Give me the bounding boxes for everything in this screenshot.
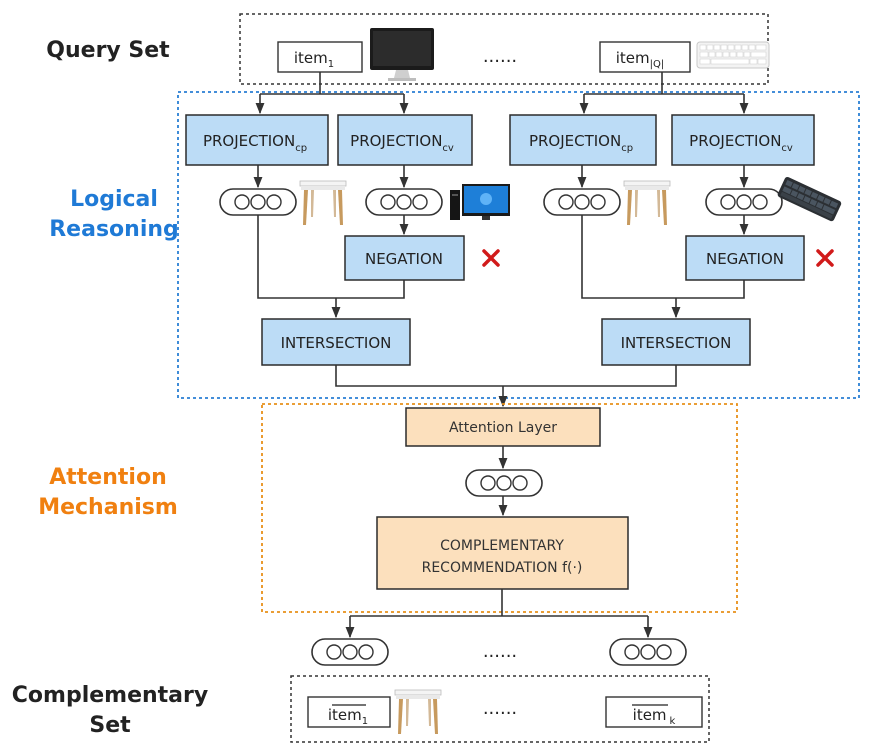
svg-text:RECOMMENDATION f(·): RECOMMENDATION f(·) (422, 560, 583, 576)
logical-reasoning-container (177, 91, 860, 399)
complementary-recommendation-box: COMPLEMENTARY RECOMMENDATION f(·) (376, 516, 629, 590)
intersection-left: INTERSECTION (261, 318, 411, 366)
logical-reasoning-label-line2: Reasoning (49, 217, 179, 242)
svg-text:INTERSECTION: INTERSECTION (281, 334, 392, 352)
svg-text:PROJECTIONcv: PROJECTIONcv (689, 132, 793, 154)
projection-cp-right: PROJECTIONcp (509, 114, 657, 166)
svg-text:item|Q|: item|Q| (616, 49, 665, 70)
desktop-pc-icon (450, 184, 510, 220)
svg-text:NEGATION: NEGATION (365, 250, 443, 268)
svg-text:INTERSECTION: INTERSECTION (621, 334, 732, 352)
complementary-set-label-line1: Complementary (12, 683, 208, 708)
svg-text:item1: item1 (328, 706, 368, 727)
attention-mechanism-label-line2: Mechanism (38, 495, 178, 520)
monitor-icon (370, 28, 434, 81)
svg-text:Attention Layer: Attention Layer (449, 420, 557, 436)
cross-icon (816, 249, 834, 267)
svg-text:PROJECTIONcp: PROJECTIONcp (203, 132, 307, 154)
embedding-pill (705, 188, 783, 216)
query-set-container (239, 13, 769, 85)
embedding-pill (465, 469, 543, 497)
table-icon (394, 689, 442, 735)
svg-text:COMPLEMENTARY: COMPLEMENTARY (440, 538, 564, 554)
logical-reasoning-label-line1: Logical (70, 187, 158, 212)
attention-layer-box: Attention Layer (405, 407, 601, 447)
embedding-pill (311, 638, 389, 666)
embedding-pill (219, 188, 297, 216)
output-ellipsis: ...... (483, 641, 517, 662)
attention-mechanism-container (261, 403, 738, 613)
embedding-pill (609, 638, 687, 666)
output-item-first: item1 (307, 696, 391, 728)
svg-text:PROJECTIONcp: PROJECTIONcp (529, 132, 633, 154)
svg-text:item1: item1 (294, 49, 334, 70)
complementary-set-container (290, 675, 710, 743)
intersection-right: INTERSECTION (601, 318, 751, 366)
query-item-last: item|Q| (599, 41, 691, 73)
embedding-pill (365, 188, 443, 216)
complementary-ellipsis: ...... (483, 698, 517, 719)
negation-left: NEGATION (344, 235, 465, 281)
query-set-label: Query Set (46, 38, 170, 63)
complementary-set-label-line2: Set (89, 713, 131, 738)
table-icon (299, 180, 347, 226)
negation-right: NEGATION (685, 235, 805, 281)
projection-cv-right: PROJECTIONcv (671, 114, 815, 166)
attention-mechanism-label-line1: Attention (49, 465, 166, 490)
svg-text:NEGATION: NEGATION (706, 250, 784, 268)
keyboard-icon (696, 41, 770, 69)
query-ellipsis: ...... (483, 46, 517, 67)
projection-cv-left: PROJECTIONcv (337, 114, 473, 166)
keyboard-icon (777, 176, 842, 222)
projection-cp-left: PROJECTIONcp (185, 114, 329, 166)
svg-text:PROJECTIONcv: PROJECTIONcv (350, 132, 454, 154)
query-item-first: item1 (277, 41, 363, 73)
table-icon (623, 180, 671, 226)
embedding-pill (543, 188, 621, 216)
cross-icon (482, 249, 500, 267)
